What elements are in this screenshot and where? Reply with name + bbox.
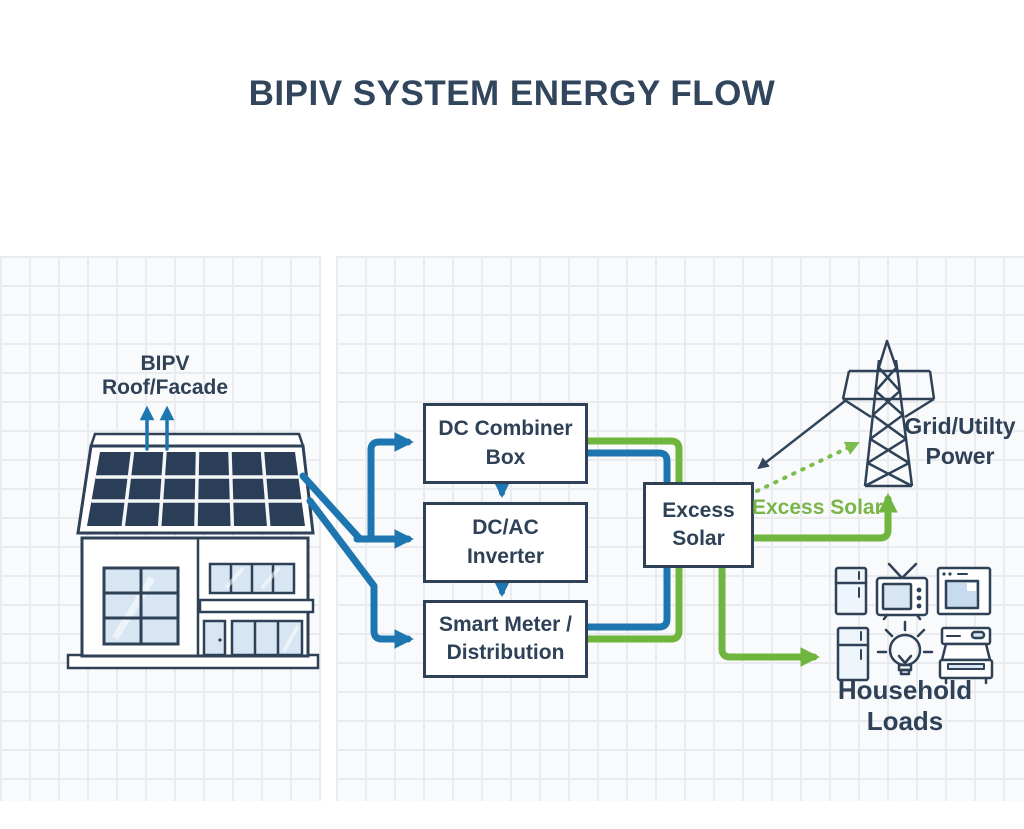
node-label: Inverter: [466, 544, 545, 568]
household-appliances: [834, 562, 994, 685]
oven-icon: [938, 626, 994, 685]
house-with-bipv-roof-icon: [66, 432, 320, 670]
grid-label-line1: Grid/Utilty: [904, 413, 1016, 439]
refrigerator-icon: [834, 566, 868, 616]
house-window-strip: [208, 562, 296, 595]
arrow-to-meter: [306, 497, 414, 649]
excess-solar-node: Excess Solar: [643, 482, 754, 568]
bipv-roof-label-line2: Roof/Facade: [101, 376, 229, 400]
washing-machine-icon: [936, 566, 992, 616]
tower-lattice: [864, 366, 913, 488]
excess-to-loads-line: [718, 558, 820, 667]
light-bulb-icon: [876, 620, 934, 676]
node-label: Solar: [672, 527, 725, 550]
bipv-roof-label-line1: BIPV: [140, 352, 190, 375]
house-window-lower: [230, 619, 304, 657]
dc-combiner-box-node: DC Combiner Box: [423, 403, 588, 484]
excess-to-grid-line: [744, 493, 898, 542]
excess-solar-flow-label: Excess Solar: [752, 496, 883, 519]
roof-ridge: [89, 432, 305, 448]
transmission-tower-icon: [841, 339, 936, 488]
smart-meter-node: Smart Meter / Distribution: [423, 600, 588, 678]
house-door: [202, 619, 227, 657]
grid-label-line2: Power: [925, 442, 995, 469]
node-label: DC Combiner: [438, 417, 573, 441]
house-ledge: [198, 598, 315, 614]
house-window-left: [102, 566, 180, 646]
solar-panel-array-icon: [87, 451, 305, 527]
dc-ac-inverter-node: DC/AC Inverter: [423, 502, 588, 583]
arrow-to-combiner: [367, 432, 414, 541]
node-label: Smart Meter /: [438, 612, 573, 636]
household-loads-label: Household Loads: [837, 675, 973, 736]
page-title: BIPIV SYSTEM ENERGY FLOW: [248, 74, 776, 113]
grid-utility-power-label: Grid/Utilty Power: [895, 412, 1024, 472]
node-label: Excess: [662, 498, 735, 522]
refrigerator-icon: [836, 626, 870, 682]
grid-to-excess-arrow: [757, 400, 846, 470]
node-label: Distribution: [446, 641, 565, 664]
bipv-roof-label: BIPV Roof/Facade: [75, 352, 255, 400]
node-label: DC/AC: [472, 516, 539, 540]
excess-solar-dotted-arrow: [755, 441, 860, 493]
node-label: Box: [485, 445, 526, 469]
tv-icon: [875, 562, 929, 621]
